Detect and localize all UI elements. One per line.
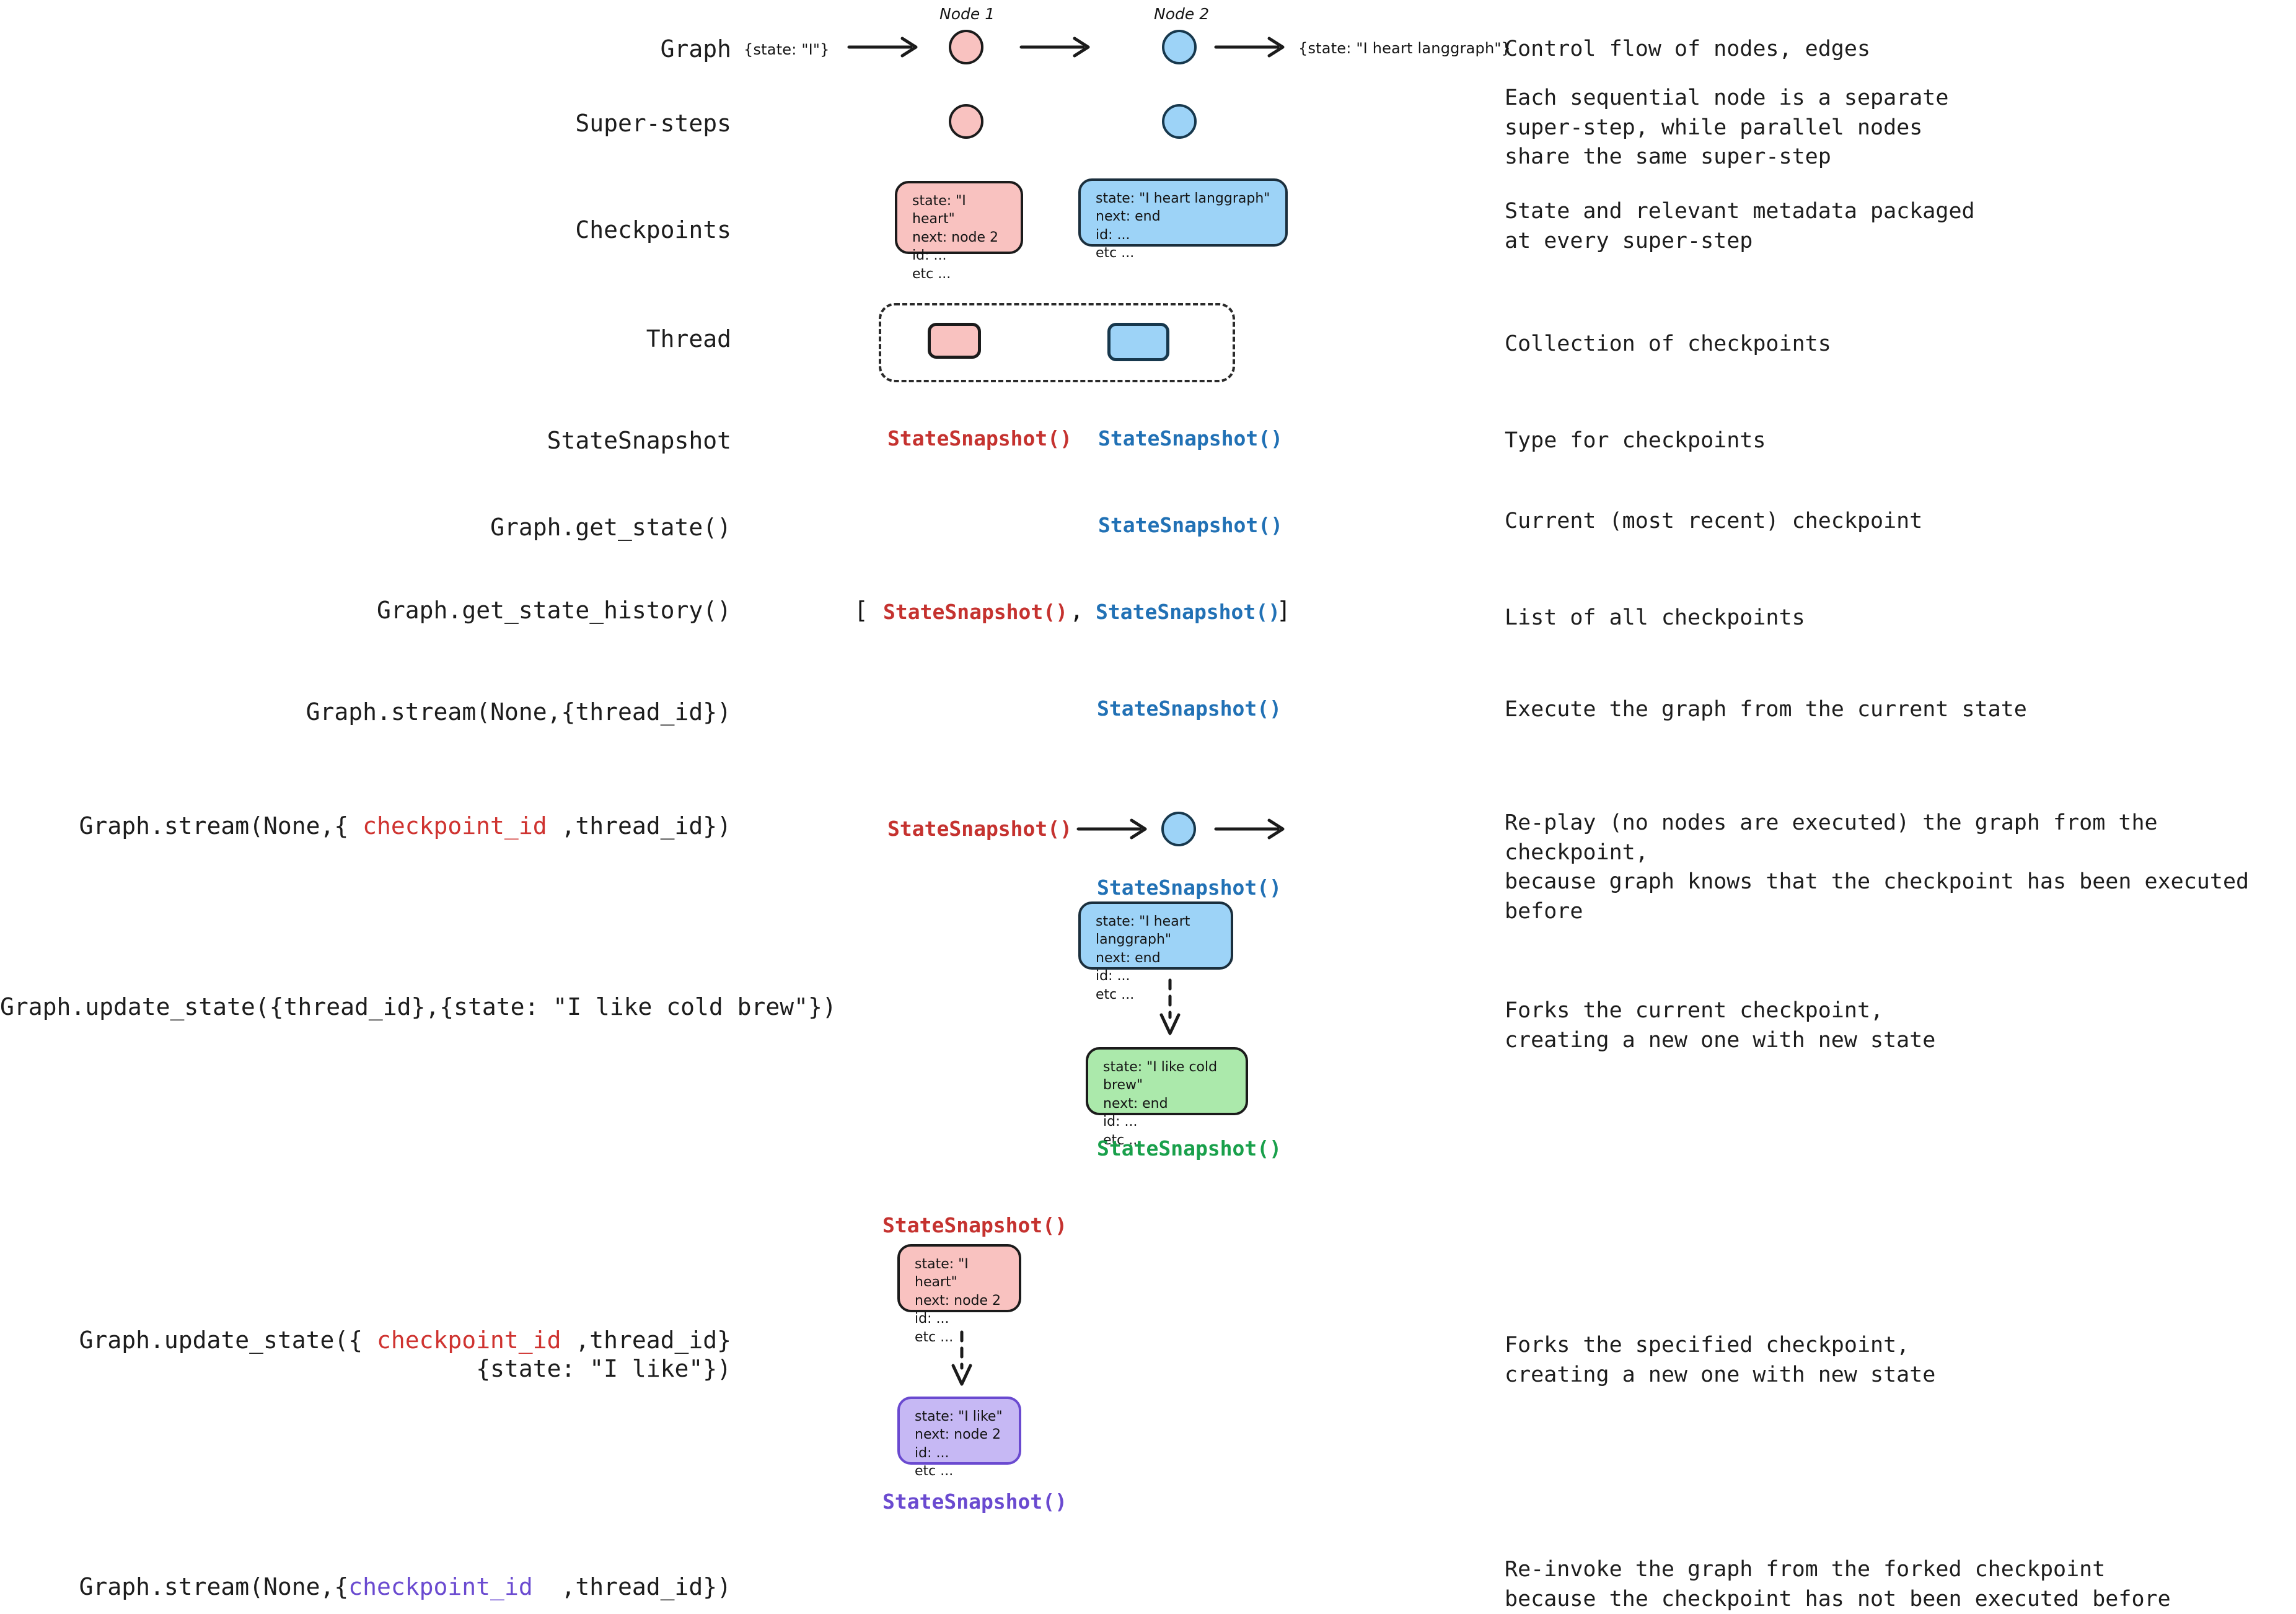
description-update-state-thread: Forks the current checkpoint, creating a…: [1505, 998, 1936, 1053]
thread-checkpoint-pink: [928, 323, 981, 359]
checkpoint-etc-line: etc ...: [1096, 986, 1135, 1002]
label-segment-suffix: ,thread_id}): [547, 812, 731, 840]
replay-arrow-1: [1076, 818, 1147, 840]
row-label-stream-thread: Graph.stream(None,{thread_id}): [306, 698, 731, 726]
label-segment-checkpoint-id: checkpoint_id: [348, 1573, 533, 1600]
snapshot-token-stream: StateSnapshot(): [1097, 696, 1282, 721]
checkpoint-next-line: next: end: [1096, 209, 1161, 225]
replay-arrow-2: [1214, 818, 1285, 840]
fork-result-box-green: state: "I like cold brew" next: end id: …: [1086, 1047, 1248, 1148]
label-segment-checkpoint-id: checkpoint_id: [377, 1327, 561, 1354]
fork-source-box-blue: state: "I heart langgraph" next: end id:…: [1078, 901, 1233, 1002]
description-stream-thread: Execute the graph from the current state: [1505, 697, 2027, 722]
checkpoint-id-line: id: ...: [912, 248, 947, 264]
label-segment-checkpoint-id: checkpoint_id: [363, 812, 547, 840]
super-step-node-2-circle: [1162, 104, 1197, 139]
row-label-stream-replay: Graph.stream(None,{ checkpoint_id ,threa…: [0, 812, 731, 841]
snapshot-token-fork-source: StateSnapshot(): [882, 1213, 1068, 1237]
checkpoint-next-line: next: end: [1096, 950, 1161, 966]
description-update-state-checkpoint: Forks the specified checkpoint, creating…: [1505, 1333, 1936, 1387]
checkpoint-etc-line: etc ...: [1103, 1132, 1142, 1148]
checkpoint-state-line: state: "I heart langgraph": [1096, 191, 1270, 206]
list-close-bracket: ]: [1277, 597, 1291, 624]
snapshot-token-blue: StateSnapshot(): [1098, 426, 1283, 450]
checkpoint-box-blue: state: "I heart langgraph" next: end id:…: [1078, 178, 1288, 261]
description-super-steps: Each sequential node is a separate super…: [1505, 86, 1949, 170]
checkpoint-state-line: state: "I like": [915, 1409, 1003, 1424]
node-2-circle: [1162, 30, 1197, 64]
label-segment-suffix: ,thread_id}: [561, 1327, 731, 1354]
fork-source-box-pink: state: "I heart" next: node 2 id: ... et…: [897, 1244, 1021, 1345]
thread-container: [879, 303, 1235, 382]
list-open-bracket: [: [854, 597, 868, 624]
description-graph: Control flow of nodes, edges: [1505, 37, 1871, 61]
row-label-graph: Graph: [660, 35, 731, 63]
checkpoint-state-line: state: "I heart": [915, 1257, 969, 1291]
description-get-state-history: List of all checkpoints: [1505, 605, 1805, 630]
checkpoint-state-line: state: "I heart": [912, 193, 966, 227]
list-comma: ,: [1070, 597, 1084, 624]
checkpoint-next-line: next: node 2: [915, 1292, 1001, 1309]
node1-caption: Node 1: [939, 5, 995, 23]
row-label-get-state: Graph.get_state(): [490, 514, 731, 541]
state-input-annotation: {state: "I"}: [744, 41, 830, 58]
fork-dashed-arrow-1: [1159, 978, 1181, 1035]
fork-dashed-arrow-2: [951, 1330, 972, 1386]
checkpoint-id-line: id: ...: [1096, 227, 1130, 243]
checkpoint-etc-line: etc ...: [915, 1463, 954, 1480]
checkpoint-box-pink: state: "I heart" next: node 2 id: ... et…: [895, 181, 1023, 282]
snapshot-token-get-state: StateSnapshot(): [1098, 513, 1283, 537]
checkpoint-id-line: id: ...: [915, 1311, 949, 1327]
edge-arrow-2: [1019, 37, 1090, 58]
snapshot-token-replay-source: StateSnapshot(): [887, 817, 1073, 841]
checkpoint-etc-line: etc ...: [915, 1329, 954, 1345]
node2-caption: Node 2: [1154, 5, 1210, 23]
fork-result-box-purple: state: "I like" next: node 2 id: ... etc…: [897, 1397, 1021, 1479]
row-label-statesnapshot: StateSnapshot: [547, 427, 731, 454]
checkpoint-etc-line: etc ...: [1096, 245, 1135, 261]
description-checkpoints: State and relevant metadata packaged at …: [1505, 199, 1975, 253]
checkpoint-id-line: id: ...: [915, 1445, 949, 1461]
label-segment-prefix: Graph.stream(None,{: [79, 812, 363, 840]
checkpoint-state-line: state: "I heart langgraph": [1096, 914, 1190, 948]
checkpoint-state-line: state: "I like cold brew": [1103, 1059, 1218, 1094]
row-label-super-steps: Super-steps: [575, 110, 731, 137]
snapshot-token-history-2: StateSnapshot(): [1096, 600, 1281, 624]
checkpoint-id-line: id: ...: [1096, 968, 1130, 985]
row-label-stream-forked: Graph.stream(None,{checkpoint_id ,thread…: [0, 1572, 731, 1602]
super-step-node-1-circle: [949, 104, 983, 139]
snapshot-token-pink: StateSnapshot(): [887, 426, 1073, 450]
row-label-update-state-thread: Graph.update_state({thread_id},{state: "…: [0, 993, 837, 1020]
label-segment-prefix: Graph.stream(None,{: [79, 1573, 349, 1600]
snapshot-token-history-1: StateSnapshot(): [883, 600, 1068, 624]
state-output-annotation: {state: "I heart langgraph"}: [1298, 40, 1511, 57]
row-label-update-state-checkpoint: Graph.update_state({ checkpoint_id ,thre…: [0, 1325, 731, 1356]
replay-node-circle: [1161, 812, 1196, 846]
row-label-checkpoints: Checkpoints: [575, 216, 731, 243]
label-segment-suffix: ,thread_id}): [532, 1573, 731, 1600]
checkpoint-next-line: next: node 2: [912, 229, 999, 245]
label-segment-prefix: Graph.update_state({: [79, 1327, 377, 1354]
checkpoint-next-line: next: node 2: [915, 1427, 1001, 1443]
row-label-update-state-checkpoint-line2: {state: "I like"}): [476, 1355, 731, 1382]
description-statesnapshot: Type for checkpoints: [1505, 428, 1766, 453]
edge-arrow-3: [1214, 37, 1285, 58]
description-stream-forked: Re-invoke the graph from the forked chec…: [1505, 1557, 2171, 1612]
snapshot-token-replay-result: StateSnapshot(): [1097, 875, 1282, 900]
description-thread: Collection of checkpoints: [1505, 331, 1831, 356]
description-get-state: Current (most recent) checkpoint: [1505, 509, 1923, 533]
row-label-get-state-history: Graph.get_state_history(): [377, 597, 731, 624]
edge-arrow-1: [847, 37, 918, 58]
snapshot-token-purple: StateSnapshot(): [882, 1489, 1068, 1514]
thread-checkpoint-blue: [1107, 323, 1169, 361]
checkpoint-id-line: id: ...: [1103, 1114, 1138, 1130]
checkpoint-next-line: next: end: [1103, 1095, 1168, 1112]
row-label-thread: Thread: [646, 325, 731, 353]
snapshot-token-green: StateSnapshot(): [1097, 1136, 1282, 1160]
node-1-circle: [949, 30, 983, 64]
checkpoint-etc-line: etc ...: [912, 266, 951, 282]
description-stream-replay: Re-play (no nodes are executed) the grap…: [1505, 810, 2250, 924]
